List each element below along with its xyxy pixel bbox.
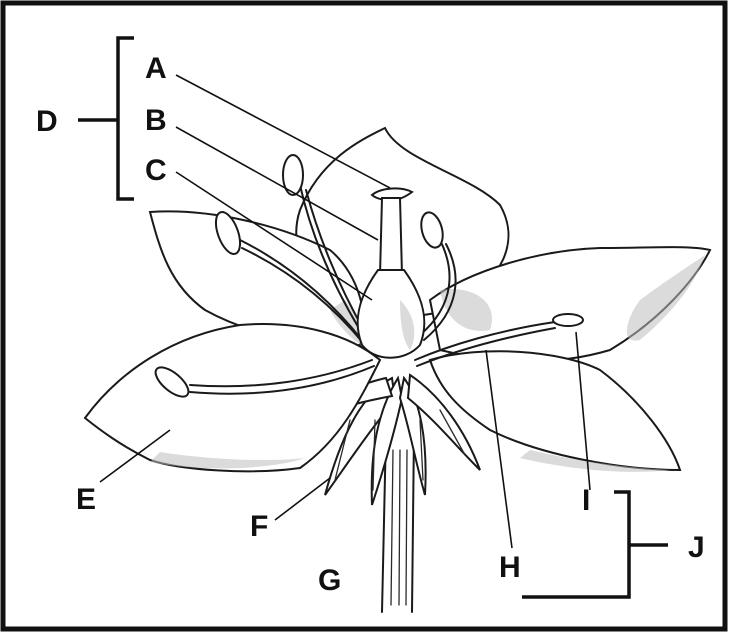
petal-left-lower — [85, 324, 380, 471]
label-e: E — [76, 483, 96, 516]
label-d: D — [36, 105, 58, 138]
label-f: F — [250, 510, 268, 543]
brace-j — [522, 492, 668, 597]
anther — [553, 314, 583, 326]
brace-d — [78, 38, 134, 199]
label-i: I — [582, 484, 590, 517]
leader-f — [275, 478, 330, 520]
label-h: H — [499, 551, 521, 584]
label-j: J — [688, 531, 705, 564]
label-g: G — [318, 564, 341, 597]
label-a: A — [145, 52, 167, 85]
label-c: C — [145, 154, 167, 187]
style — [380, 198, 402, 275]
label-b: B — [145, 104, 167, 137]
